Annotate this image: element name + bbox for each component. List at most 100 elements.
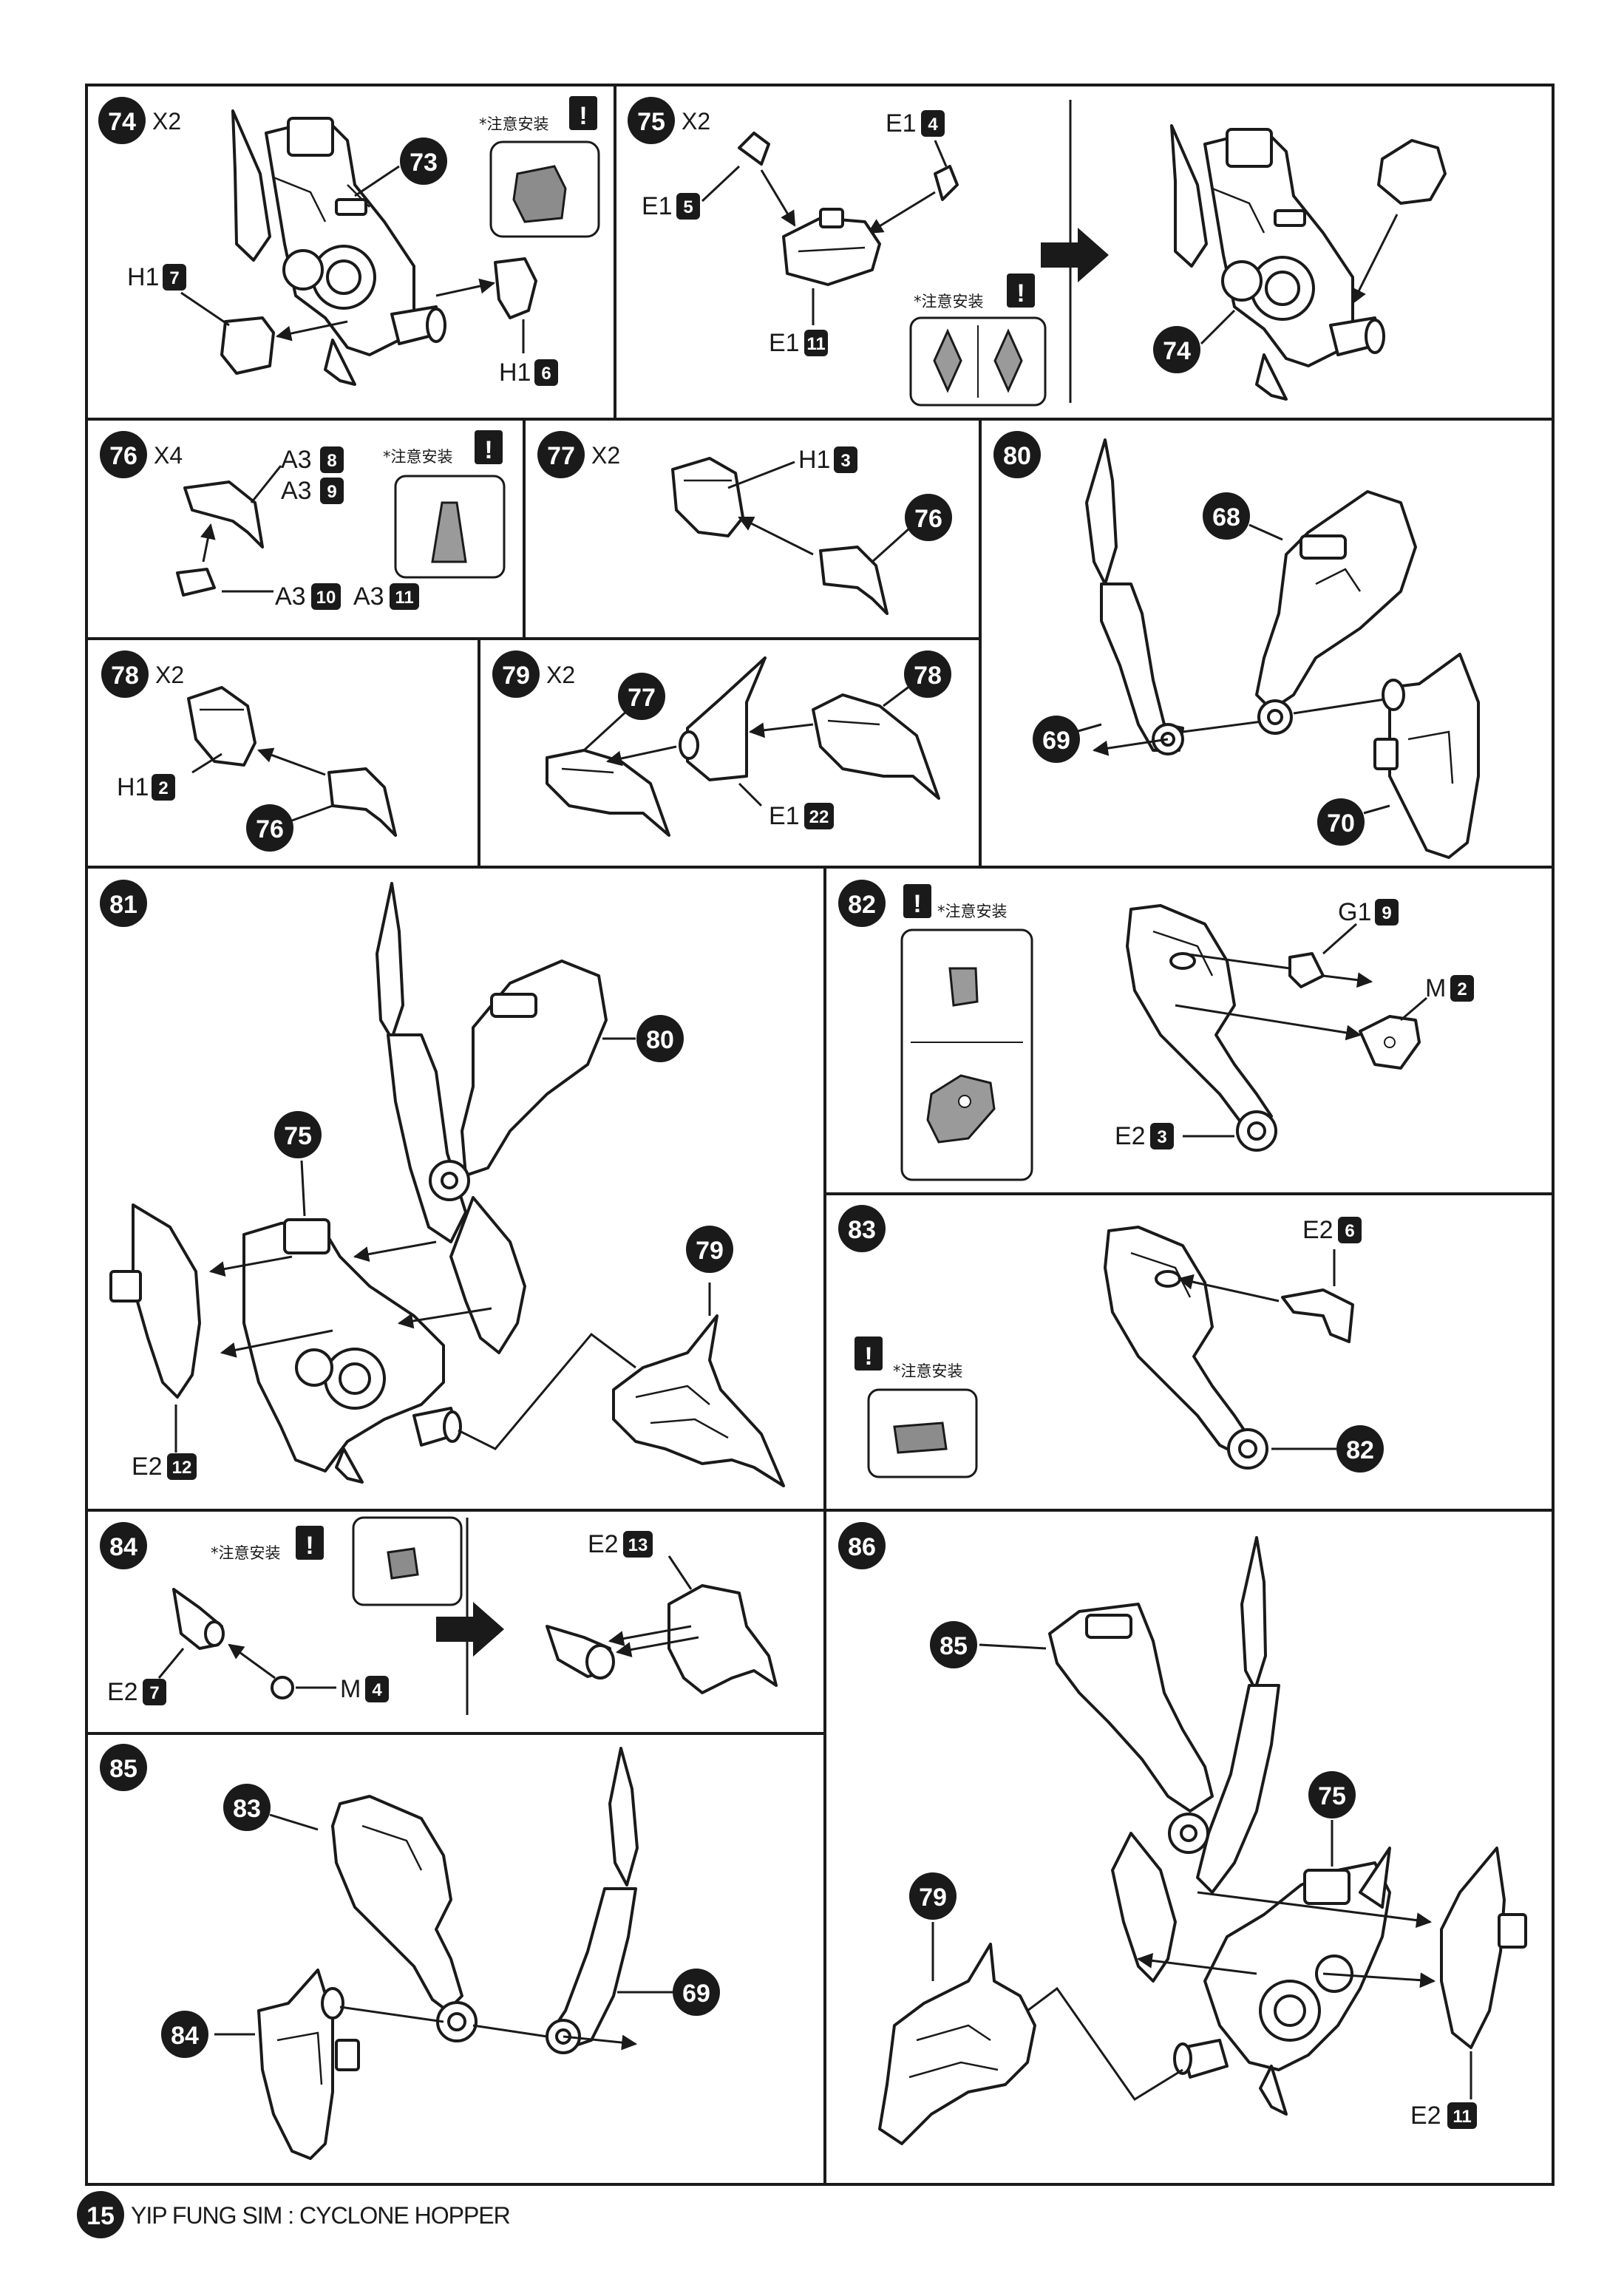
caution-box: *注意安装 ! — [383, 430, 506, 579]
svg-text:11: 11 — [1453, 2107, 1471, 2127]
svg-text:E2: E2 — [1410, 2102, 1441, 2130]
svg-text:H1: H1 — [798, 446, 830, 474]
leg-assembly-drawing — [231, 109, 446, 386]
warning-icon — [855, 1336, 883, 1371]
svg-text:11: 11 — [806, 334, 825, 354]
part-label-e1-5: E1 5 — [642, 192, 700, 220]
svg-text:!: ! — [913, 890, 921, 918]
callout-70: 70 — [1317, 798, 1365, 846]
svg-text:*注意安装: *注意安装 — [937, 903, 1008, 920]
svg-text:E1: E1 — [642, 192, 673, 220]
part-a3-8-9 — [183, 480, 264, 548]
claw-79-drawing — [612, 1314, 785, 1487]
thigh-part-68-drawing — [1255, 490, 1417, 735]
part-label-a3-9: A3 9 — [281, 477, 344, 505]
svg-text:84: 84 — [171, 2022, 199, 2050]
svg-text:10: 10 — [316, 588, 336, 608]
callout-69: 69 — [1033, 716, 1080, 763]
part-g1-9 — [1288, 952, 1325, 988]
svg-text:*注意安装: *注意安装 — [479, 115, 549, 133]
svg-text:69: 69 — [1042, 727, 1070, 755]
svg-text:12: 12 — [172, 1458, 192, 1478]
part-label-m-2: M 2 — [1425, 974, 1474, 1002]
callout-75: 75 — [1308, 1771, 1356, 1818]
caution-box: *注意安装 ! — [211, 1516, 463, 1606]
page-frame — [85, 84, 1555, 2186]
part-label-e2-13: E2 13 — [588, 1530, 653, 1558]
part-label-e2-3: E2 3 — [1115, 1122, 1174, 1150]
page-number: 15 — [86, 2202, 115, 2230]
part-76 — [819, 546, 889, 615]
part-label-h1-2: H1 2 — [117, 773, 175, 801]
callout-79: 79 — [909, 1872, 957, 1920]
svg-text:2: 2 — [1457, 979, 1467, 999]
svg-text:76: 76 — [914, 505, 942, 533]
svg-text:E2: E2 — [588, 1530, 619, 1558]
svg-text:E1: E1 — [769, 802, 800, 830]
svg-text:!: ! — [864, 1342, 872, 1371]
svg-text:!: ! — [305, 1532, 313, 1560]
quantity-label: X2 — [155, 662, 184, 688]
svg-text:70: 70 — [1327, 809, 1355, 838]
svg-text:85: 85 — [940, 1632, 968, 1660]
svg-text:8: 8 — [327, 451, 336, 471]
step-number-badge: 81 — [100, 880, 147, 927]
svg-text:9: 9 — [1382, 903, 1391, 923]
next-arrow-icon — [436, 1602, 504, 1657]
step-80: 80 69 68 — [993, 431, 1480, 859]
step-84: 84 *注意安装 ! E2 7 M 4 — [100, 1516, 778, 1715]
svg-text:E2: E2 — [107, 1678, 138, 1706]
part-label-e1-22: E1 22 — [769, 802, 834, 830]
callout-69: 69 — [673, 1969, 720, 2016]
part-label-m-4: M 4 — [340, 1675, 389, 1703]
callout-78: 78 — [904, 651, 951, 698]
part-label-e1-11: E1 11 — [769, 329, 828, 357]
part-label-a3-10: A3 10 — [275, 583, 341, 611]
callout-79: 79 — [686, 1226, 733, 1273]
part-label-e1-4: E1 4 — [886, 109, 945, 137]
part-e1-4 — [934, 165, 959, 201]
part-e1-5 — [738, 132, 770, 166]
part-label-h1-3: H1 3 — [798, 446, 857, 474]
svg-text:*注意安装: *注意安装 — [383, 448, 453, 466]
svg-text:E1: E1 — [769, 329, 800, 357]
part-e2-12-armor — [109, 1203, 201, 1399]
svg-text:83: 83 — [233, 1795, 261, 1823]
callout-76: 76 — [246, 804, 293, 852]
part-e2-11-armor — [1440, 1847, 1527, 2049]
callout-73: 73 — [400, 137, 447, 185]
svg-text:81: 81 — [109, 891, 137, 919]
step-number-badge: 86 — [838, 1522, 886, 1569]
svg-text:6: 6 — [541, 364, 551, 384]
svg-text:M: M — [1425, 974, 1446, 1002]
step-number: 74 — [108, 108, 136, 136]
svg-text:82: 82 — [848, 891, 876, 919]
step-number-badge: 74 — [98, 97, 146, 144]
page-number-badge — [77, 2191, 124, 2238]
claw-79-drawing — [878, 1943, 1036, 2145]
thigh-part-82-drawing — [1126, 904, 1277, 1152]
thigh-part-83-drawing — [331, 1795, 478, 2042]
blade-part-69-drawing — [546, 1747, 639, 2054]
svg-text:A3: A3 — [281, 477, 312, 505]
svg-text:6: 6 — [1345, 1221, 1354, 1241]
part-h1-7 — [220, 316, 275, 375]
part-e1-11-assembled — [1377, 139, 1447, 205]
svg-text:79: 79 — [696, 1237, 724, 1265]
svg-text:7: 7 — [169, 268, 179, 288]
part-e1-22 — [686, 656, 767, 781]
svg-text:68: 68 — [1212, 503, 1240, 531]
svg-text:22: 22 — [809, 807, 829, 827]
step-81: 81 80 75 — [100, 880, 785, 1487]
svg-text:76: 76 — [109, 442, 137, 470]
svg-text:69: 69 — [682, 1980, 710, 2008]
svg-text:11: 11 — [395, 588, 413, 608]
part-h1-6 — [494, 257, 537, 319]
step-number-badge: 79 — [492, 651, 540, 698]
svg-text:E1: E1 — [886, 109, 917, 137]
part-label-g1-9: G1 9 — [1338, 898, 1399, 926]
step-83: 83 ! *注意安装 E2 6 82 — [838, 1205, 1384, 1478]
warning-icon — [903, 884, 931, 918]
callout-83: 83 — [223, 1784, 271, 1831]
callout-82: 82 — [1336, 1425, 1384, 1473]
